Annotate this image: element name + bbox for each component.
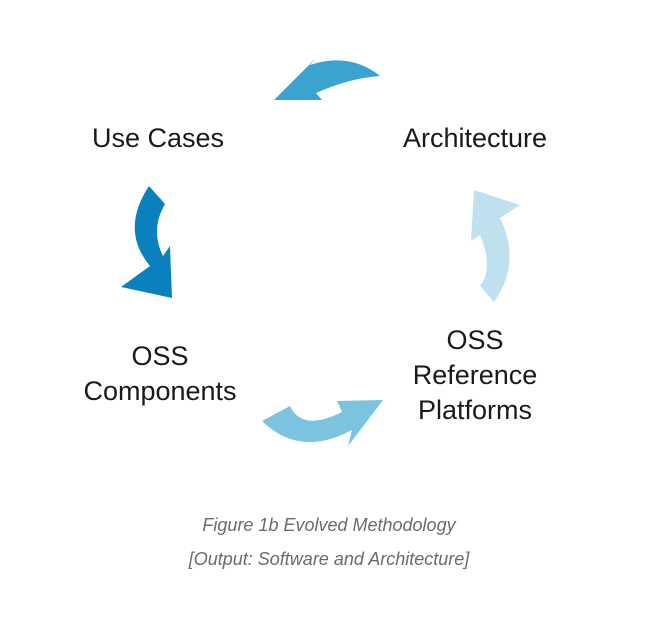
node-architecture-label: Architecture xyxy=(402,123,548,153)
node-oss-components-line-2: Components xyxy=(83,376,237,406)
node-use-cases-label: Use Cases xyxy=(91,123,225,153)
figure-caption-title: Figure 1b Evolved Methodology xyxy=(202,515,456,535)
arrow-oss-reference-platforms-to-architecture xyxy=(471,190,520,302)
node-oss-components: OSS Components xyxy=(40,339,280,409)
arrow-use-cases-to-oss-components xyxy=(121,186,172,298)
node-architecture: Architecture xyxy=(370,121,580,156)
node-oss-reference-platforms-line-1: OSS xyxy=(446,325,504,355)
node-oss-components-line-1: OSS xyxy=(131,341,189,371)
node-oss-reference-platforms: OSS Reference Platforms xyxy=(370,323,580,428)
node-oss-reference-platforms-line-3: Platforms xyxy=(417,395,533,425)
arrow-architecture-to-use-cases xyxy=(274,58,380,100)
arrow-oss-components-to-oss-reference-platforms xyxy=(262,400,383,446)
figure-caption-subtitle: [Output: Software and Architecture] xyxy=(188,549,470,569)
node-oss-reference-platforms-line-2: Reference xyxy=(412,360,538,390)
node-use-cases: Use Cases xyxy=(58,121,258,156)
